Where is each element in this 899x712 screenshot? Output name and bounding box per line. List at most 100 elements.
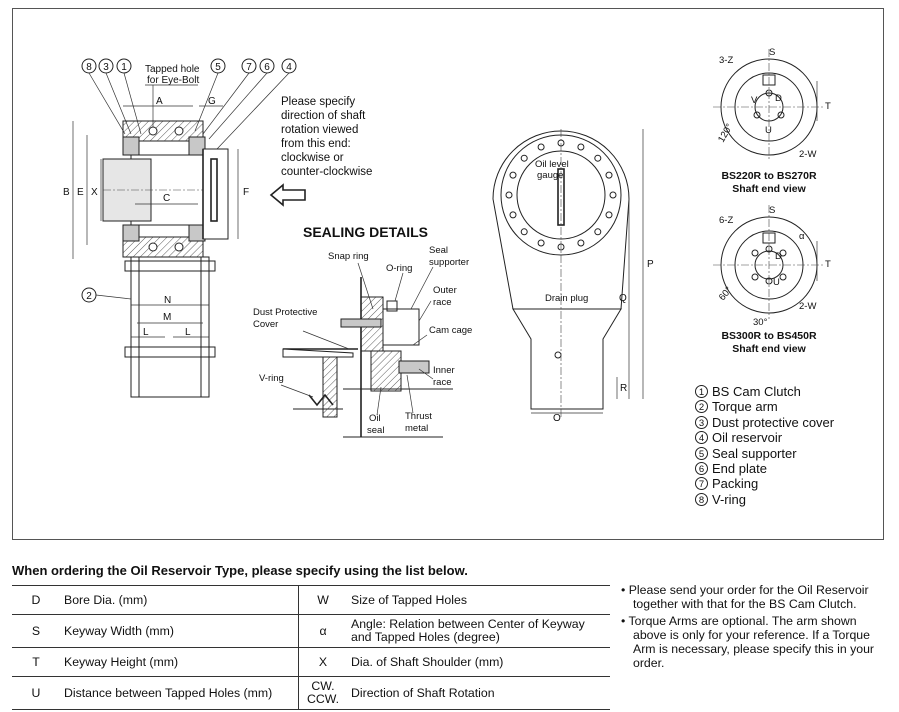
technical-drawing: 8 3 1 5 7 6 4 Tapped hole for Eye-Bolt A… — [63, 47, 831, 438]
legend-text: BS Cam Clutch — [712, 384, 801, 399]
svg-text:supporter: supporter — [429, 257, 469, 268]
bolt-hole — [509, 211, 517, 219]
dim-x: X — [91, 187, 98, 198]
svg-text:Dust Protective: Dust Protective — [253, 307, 317, 318]
dim-f: F — [243, 187, 249, 198]
table-cell-desc1: Distance between Tapped Holes (mm) — [60, 676, 299, 710]
svg-text:2-W: 2-W — [799, 149, 816, 160]
svg-text:D: D — [775, 93, 782, 104]
legend-item: 5 Seal supporter — [695, 446, 834, 461]
svg-text:Outer: Outer — [433, 285, 457, 296]
bolt-hole — [605, 171, 613, 179]
side-section-view: 8 3 1 5 7 6 4 Tapped hole for Eye-Bolt A… — [63, 58, 306, 398]
table-cell-code2: X — [298, 647, 347, 677]
dim-b: B — [63, 187, 70, 198]
bolt-hole — [520, 228, 528, 236]
legend-number: 4 — [695, 431, 708, 445]
dim-l-right: L — [185, 327, 191, 338]
legend-number: 5 — [695, 446, 708, 460]
legend-text: End plate — [712, 461, 767, 477]
svg-text:race: race — [433, 377, 451, 388]
bolt-hole — [594, 228, 602, 236]
bolt-hole — [594, 154, 602, 162]
svg-text:Oil: Oil — [369, 413, 381, 424]
svg-text:30°: 30° — [753, 317, 768, 328]
legend-item: 1 BS Cam Clutch — [695, 384, 834, 399]
table-cell-code1: T — [12, 647, 60, 677]
callout-6: 6 — [264, 62, 270, 73]
legend-number: 6 — [695, 462, 708, 476]
tapped-hole-label-2: for Eye-Bolt — [147, 75, 199, 86]
svg-text:Thrust: Thrust — [405, 411, 432, 422]
note-item: • Torque Arms are optional. The arm show… — [621, 613, 875, 671]
tapped-hole-label-1: Tapped hole — [145, 64, 200, 75]
bolt-hole — [609, 191, 617, 199]
svg-text:T: T — [825, 259, 831, 270]
dim-c: C — [163, 193, 170, 204]
table-cell-desc2: Size of Tapped Holes — [347, 585, 610, 615]
svg-text:clockwise or: clockwise or — [281, 152, 344, 164]
svg-text:Please specify: Please specify — [281, 96, 355, 108]
svg-text:Cam cage: Cam cage — [429, 325, 472, 336]
svg-text:6-Z: 6-Z — [719, 215, 733, 226]
table-cell-code1: U — [12, 676, 60, 710]
dim-q: Q — [619, 293, 627, 304]
order-notes: • Please send your order for the Oil Res… — [621, 583, 889, 673]
svg-text:metal: metal — [405, 423, 428, 434]
svg-text:Drain plug: Drain plug — [545, 293, 588, 304]
legend-number: 2 — [695, 400, 708, 414]
bolt-hole — [537, 239, 545, 247]
svg-text:Snap ring: Snap ring — [328, 251, 369, 262]
note-item: • Please send your order for the Oil Res… — [621, 583, 869, 612]
dim-o: O — [553, 413, 561, 424]
callout-8: 8 — [86, 62, 92, 73]
svg-text:U: U — [765, 125, 772, 136]
legend-item: 8 V-ring — [695, 492, 834, 507]
svg-text:V-ring: V-ring — [259, 373, 284, 384]
legend-number: 3 — [695, 415, 708, 429]
table-cell-code1: D — [12, 585, 60, 615]
svg-text:from this end:: from this end: — [281, 138, 351, 150]
svg-text:60°: 60° — [717, 285, 735, 303]
callout-3: 3 — [103, 62, 109, 73]
order-heading: When ordering the Oil Reservoir Type, pl… — [12, 563, 468, 578]
svg-text:gauge: gauge — [537, 170, 563, 181]
svg-text:2-W: 2-W — [799, 301, 816, 312]
svg-text:T: T — [825, 101, 831, 112]
sealing-title: SEALING DETAILS — [303, 224, 428, 240]
legend-text: Torque arm — [712, 399, 778, 415]
legend-text: Seal supporter — [712, 445, 797, 461]
svg-text:Cover: Cover — [253, 319, 278, 330]
svg-text:Oil level: Oil level — [535, 159, 569, 170]
legend-number: 1 — [695, 385, 708, 398]
dim-e: E — [77, 187, 84, 198]
legend-item: 6 End plate — [695, 461, 834, 476]
bolt-hole — [605, 211, 613, 219]
svg-text:D: D — [775, 251, 782, 262]
table-cell-desc1: Bore Dia. (mm) — [60, 585, 299, 615]
callout-5: 5 — [215, 62, 221, 73]
svg-text:seal: seal — [367, 425, 384, 436]
shaft-end-view-2: S 6-Z 2-W T U D α 60° 30° BS300R to BS45… — [713, 205, 831, 355]
bolt-hole — [509, 171, 517, 179]
table-cell-code2: W — [298, 585, 347, 615]
svg-text:S: S — [769, 47, 775, 58]
table-cell-code1: S — [12, 614, 60, 648]
shaft-view-2-caption-1: BS300R to BS450R — [721, 330, 817, 342]
svg-text:counter-clockwise: counter-clockwise — [281, 166, 372, 178]
dim-a: A — [156, 96, 163, 107]
table-cell-desc2: Direction of Shaft Rotation — [347, 676, 610, 710]
legend-text: V-ring — [712, 491, 746, 507]
shaft-view-2-caption-2: Shaft end view — [732, 343, 806, 355]
table-cell-desc2: Dia. of Shaft Shoulder (mm) — [347, 647, 610, 677]
svg-text:S: S — [769, 205, 775, 216]
legend-number: 8 — [695, 492, 708, 506]
